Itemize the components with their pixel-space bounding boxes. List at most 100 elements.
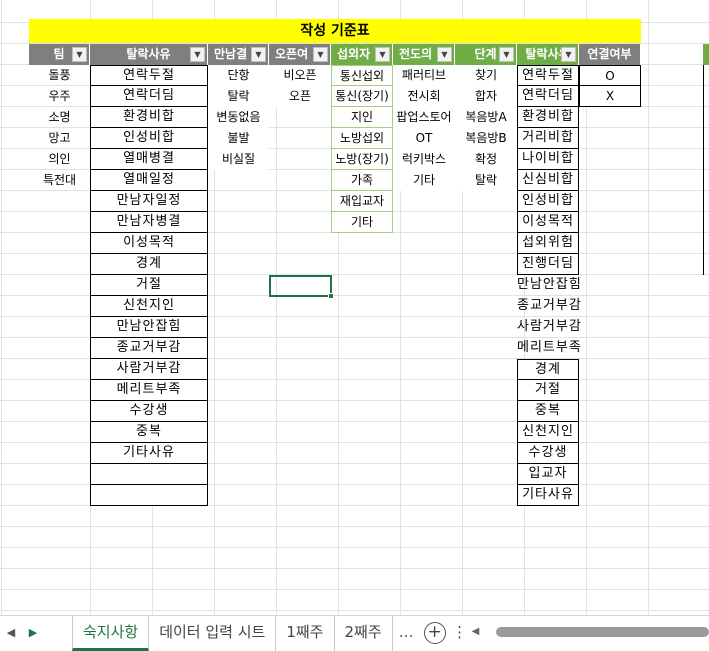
recruiter-cell[interactable]: 기타 <box>331 212 393 233</box>
stage-cell[interactable]: 합자 <box>455 86 517 107</box>
tab-sheet-1[interactable]: 숙지사항 <box>72 616 150 651</box>
connected-cell[interactable]: O <box>579 65 641 86</box>
drop-reason-cell[interactable]: 종교거부감 <box>90 338 208 359</box>
drop-reason-2-cell[interactable]: 신천지인 <box>517 422 579 443</box>
header-stage[interactable]: 단계 ▼ <box>455 44 517 65</box>
drop-reason-2-cell[interactable]: 이성목적 <box>517 212 579 233</box>
drop-reason-2-cell[interactable]: 수강생 <box>517 443 579 464</box>
recruiter-cell[interactable]: 노방(장기) <box>331 149 393 170</box>
drop-reason-2-cell[interactable]: 거절 <box>517 380 579 401</box>
dropdown-arrow-icon[interactable]: ▼ <box>499 47 514 62</box>
tab-sheet-4[interactable]: 2째주 <box>335 616 393 651</box>
team-cell[interactable]: 특전대 <box>42 173 77 187</box>
chevron-right-icon[interactable]: ▶ <box>28 626 38 639</box>
evangelism-cell[interactable]: 기타 <box>393 170 455 191</box>
recruiter-cell[interactable]: 재입교자 <box>331 191 393 212</box>
evangelism-cell[interactable]: 전시회 <box>393 86 455 107</box>
stage-cell[interactable]: 복음방B <box>455 128 517 149</box>
drop-reason-2-cell[interactable]: 기타사유 <box>517 485 579 506</box>
recruiter-cell[interactable]: 통신섭외 <box>331 65 393 86</box>
stage-cell[interactable]: 찾기 <box>455 65 517 86</box>
header-team[interactable]: 팀 ▼ <box>29 44 90 65</box>
chevron-left-icon[interactable]: ◀ <box>6 626 16 639</box>
meet-result-cell[interactable]: 탈락 <box>208 86 269 107</box>
drop-reason-2-cell[interactable]: 거리비합 <box>517 128 579 149</box>
drop-reason-2-cell[interactable]: 신심비합 <box>517 170 579 191</box>
drop-reason-cell[interactable]: 인성비합 <box>90 128 208 149</box>
drop-reason-cell[interactable]: 연락더딤 <box>90 86 208 107</box>
header-evangelism[interactable]: 전도의 ▼ <box>393 44 455 65</box>
drop-reason-2-cell[interactable]: 나이비합 <box>517 149 579 170</box>
dropdown-arrow-icon[interactable]: ▼ <box>72 47 87 62</box>
drop-reason-cell[interactable]: 경계 <box>90 254 208 275</box>
stage-cell[interactable]: 확정 <box>455 149 517 170</box>
drop-reason-2-cell[interactable]: 섭외위험 <box>517 233 579 254</box>
recruiter-cell[interactable]: 가족 <box>331 170 393 191</box>
drop-reason-2-cell[interactable]: 만남안잡힘 <box>517 277 582 292</box>
dropdown-arrow-icon[interactable]: ▼ <box>251 47 266 62</box>
tab-sheet-3[interactable]: 1째주 <box>276 616 335 651</box>
drop-reason-2-cell[interactable]: 입교자 <box>517 464 579 485</box>
dropdown-arrow-icon[interactable]: ▼ <box>190 47 205 62</box>
scrollbar-thumb[interactable] <box>495 627 709 637</box>
drop-reason-2-cell[interactable]: 연락두절 <box>517 65 579 86</box>
drop-reason-cell[interactable]: 환경비합 <box>90 107 208 128</box>
header-open-status[interactable]: 오픈여 ▼ <box>269 44 331 65</box>
team-cell[interactable]: 망고 <box>48 131 71 145</box>
drop-reason-cell[interactable]: 만남안잡힘 <box>90 317 208 338</box>
drop-reason-cell[interactable]: 신천지인 <box>90 296 208 317</box>
spreadsheet-grid[interactable]: 작성 기준표 팀 ▼ 탈락사유 ▼ 만남결 ▼ 오픈여 ▼ 섭외자 ▼ 전도의 … <box>0 0 709 615</box>
drop-reason-2-cell[interactable]: 사람거부감 <box>517 319 582 334</box>
drop-reason-cell[interactable]: 메리트부족 <box>90 380 208 401</box>
dropdown-arrow-icon[interactable]: ▼ <box>375 47 390 62</box>
drop-reason-cell[interactable]: 중복 <box>90 422 208 443</box>
more-sheets-button[interactable]: … <box>398 623 414 641</box>
dropdown-arrow-icon[interactable]: ▼ <box>561 47 576 62</box>
meet-result-cell[interactable]: 단항 <box>208 65 269 86</box>
header-drop-reason[interactable]: 탈락사유 ▼ <box>90 44 208 65</box>
team-cell[interactable]: 의인 <box>48 152 71 166</box>
dropdown-arrow-icon[interactable]: ▼ <box>313 47 328 62</box>
drop-reason-2-cell[interactable]: 종교거부감 <box>517 298 582 313</box>
team-cell[interactable]: 돌풍 <box>48 68 71 82</box>
drop-reason-2-cell[interactable]: 연락더딤 <box>517 86 579 107</box>
team-cell[interactable]: 우주 <box>48 89 71 103</box>
drop-reason-cell[interactable]: 거절 <box>90 275 208 296</box>
header-meet-result[interactable]: 만남결 ▼ <box>208 44 269 65</box>
evangelism-cell[interactable]: OT <box>393 128 455 149</box>
team-cell[interactable]: 소명 <box>48 110 71 124</box>
recruiter-cell[interactable]: 지인 <box>331 107 393 128</box>
evangelism-cell[interactable]: 패러티브 <box>393 65 455 86</box>
drop-reason-2-cell[interactable]: 메리트부족 <box>517 340 582 355</box>
drop-reason-cell[interactable]: 수강생 <box>90 401 208 422</box>
dropdown-arrow-icon[interactable]: ▼ <box>437 47 452 62</box>
horizontal-scrollbar[interactable]: ◀ <box>468 616 709 651</box>
stage-cell[interactable]: 복음방A <box>455 107 517 128</box>
meet-result-cell[interactable]: 변동없음 <box>208 107 269 128</box>
drop-reason-cell[interactable]: 연락두절 <box>90 65 208 86</box>
drop-reason-cell[interactable]: 만남자병결 <box>90 212 208 233</box>
stage-cell[interactable]: 탈락 <box>455 170 517 191</box>
triangle-left-icon[interactable]: ◀ <box>471 626 480 637</box>
header-recruiter[interactable]: 섭외자 ▼ <box>331 44 393 65</box>
drop-reason-cell[interactable]: 만남자일정 <box>90 191 208 212</box>
meet-result-cell[interactable]: 비실질 <box>208 149 269 170</box>
evangelism-cell[interactable]: 팝업스토어 <box>393 107 455 128</box>
drop-reason-2-cell[interactable]: 중복 <box>517 401 579 422</box>
drop-reason-2-cell[interactable]: 환경비합 <box>517 107 579 128</box>
drop-reason-cell[interactable]: 이성목적 <box>90 233 208 254</box>
drop-reason-cell[interactable] <box>90 464 208 485</box>
vertical-ellipsis-icon[interactable]: ⋮ <box>452 623 468 641</box>
drop-reason-cell[interactable]: 열매병결 <box>90 149 208 170</box>
tab-sheet-2[interactable]: 데이터 입력 시트 <box>149 616 277 651</box>
connected-cell[interactable]: X <box>579 86 641 107</box>
recruiter-cell[interactable]: 통신(장기) <box>331 86 393 107</box>
drop-reason-2-cell[interactable]: 경계 <box>517 359 579 380</box>
drop-reason-2-cell[interactable]: 진행더딤 <box>517 254 579 275</box>
drop-reason-cell[interactable]: 사람거부감 <box>90 359 208 380</box>
fill-handle[interactable] <box>328 293 334 299</box>
drop-reason-2-cell[interactable]: 인성비합 <box>517 191 579 212</box>
header-connected[interactable]: 연결여부 <box>579 44 641 65</box>
header-drop-reason-2[interactable]: 탈락사유 ▼ <box>517 44 579 65</box>
drop-reason-cell[interactable]: 기타사유 <box>90 443 208 464</box>
